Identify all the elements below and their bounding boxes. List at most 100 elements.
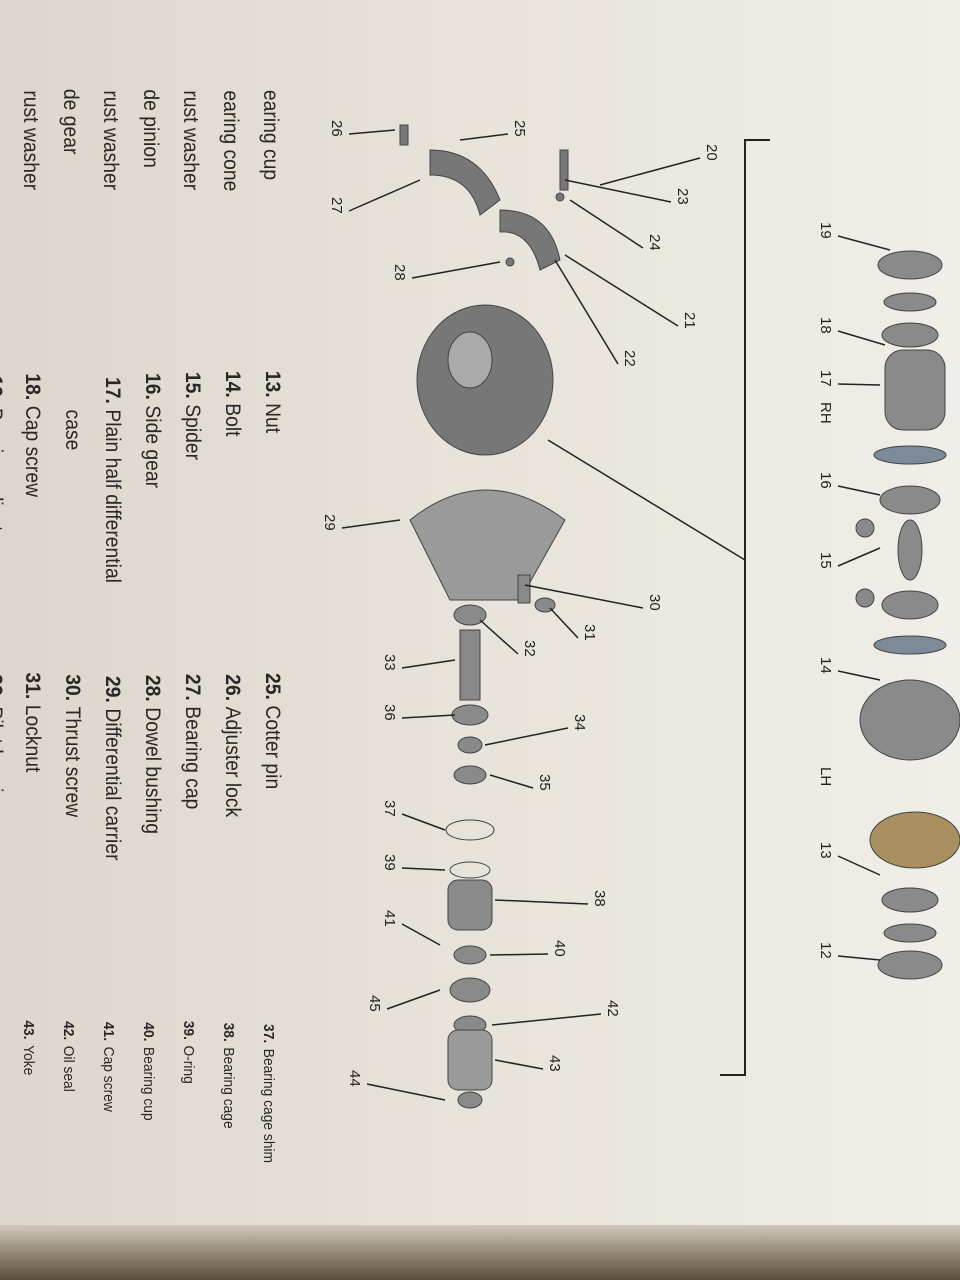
bearing-cup: [883, 292, 937, 312]
legend-item: 18.Cap screw: [20, 373, 44, 497]
thrust-washer: [873, 445, 947, 465]
side-gear: [881, 590, 939, 620]
callout-arrow: [491, 1013, 602, 1026]
legend-number: 41.: [100, 1021, 117, 1042]
callout-number: 26: [328, 120, 345, 137]
legend-label: Differential carrier: [101, 708, 124, 861]
callout-number: 17: [817, 370, 834, 387]
callout-arrow: [564, 179, 672, 203]
legend-number: 38.: [220, 1022, 237, 1042]
callout-arrow: [411, 261, 501, 279]
legend-label: case: [61, 409, 84, 451]
drive-pinion: [459, 629, 481, 701]
callout-number: 45: [366, 995, 383, 1012]
callout-number: LH: [817, 767, 834, 787]
bearing-adjuster: [877, 950, 943, 980]
legend-number: 28.: [141, 674, 164, 702]
legend-label: Locknut: [21, 704, 44, 773]
callout-arrow: [837, 670, 881, 681]
callout-number: 35: [536, 774, 553, 791]
callout-arrow: [348, 179, 421, 212]
legend-label: Nut: [261, 403, 284, 434]
callout-number: 30: [646, 594, 663, 611]
legend-label: Plain half differential: [101, 409, 124, 583]
callout-arrow: [479, 619, 519, 655]
side-pinion: [855, 518, 875, 538]
legend-number: 13.: [261, 370, 284, 398]
page-edge-shadow: [0, 1225, 960, 1280]
legend-number: 32.: [0, 674, 6, 701]
bearing-cage: [447, 879, 493, 931]
callout-arrow: [341, 519, 401, 529]
callout-number: 29: [321, 514, 338, 531]
callout-arrow: [554, 259, 619, 365]
legend-number: 42.: [60, 1021, 77, 1041]
callout-arrow: [401, 813, 446, 831]
legend-item: 41. Cap screw: [100, 1022, 117, 1112]
legend-item: rust washer: [179, 90, 202, 191]
bearing: [449, 977, 491, 1003]
thrust-washer: [873, 635, 947, 655]
legend-number: 25.: [261, 673, 284, 700]
bearing-cone: [881, 322, 939, 348]
bearing-cup: [453, 765, 487, 785]
spider: [897, 519, 923, 581]
callout-number: 42: [604, 1000, 621, 1017]
legend-item: 19.Bearing adjuster: [0, 376, 6, 549]
callout-number: 20: [703, 144, 720, 161]
callout-arrow: [494, 899, 589, 905]
legend-item: rust washer: [19, 90, 42, 191]
flanged-case: [869, 811, 960, 869]
callout-arrow: [837, 383, 881, 386]
callout-arrow: [837, 235, 891, 251]
legend-item: 27.Bearing cap: [180, 674, 204, 809]
legend-label: Bearing cap: [181, 706, 204, 810]
legend-label: Adjuster lock: [221, 706, 244, 818]
legend-item: 38.Bearing cage: [220, 1023, 237, 1129]
legend-number: 19.: [0, 375, 6, 403]
callout-arrow: [564, 254, 679, 327]
callout-arrow: [837, 547, 881, 567]
legend-label: Thrust screw: [61, 706, 84, 818]
legend-item: earing cup: [259, 89, 282, 181]
callout-number: 19: [817, 222, 834, 239]
bearing-adjuster: [877, 250, 943, 280]
callout-arrow: [599, 157, 701, 186]
legend-number: 31.: [21, 672, 44, 700]
callout-arrow: [386, 989, 441, 1010]
legend-item: 30.Thrust screw: [60, 674, 84, 817]
legend-label: Cap screw: [100, 1046, 117, 1112]
callout-number: 14: [817, 657, 834, 674]
callout-number: 23: [674, 188, 691, 205]
callout-arrow: [837, 485, 881, 496]
callout-number: 32: [521, 640, 538, 657]
legend-item: 37.Bearing cage shim: [260, 1024, 277, 1163]
legend-number: 26.: [221, 674, 244, 702]
bearing-cap: [429, 149, 501, 216]
callout-arrow: [494, 1059, 544, 1070]
legend-item: 13. Nut: [260, 371, 284, 433]
top-row-parts: [855, 250, 960, 980]
legend-label: Pilot bearing: [0, 706, 6, 814]
callout-number: 12: [817, 942, 834, 959]
differential-carrier: [409, 489, 566, 601]
pilot-bearing: [453, 604, 487, 626]
callout-arrow: [401, 867, 446, 871]
callout-arrow: [837, 330, 886, 346]
legend-label: Bearing cup: [140, 1046, 157, 1121]
side-gear: [879, 485, 941, 515]
thrust-screw: [517, 574, 531, 604]
callout-arrows: [341, 129, 891, 1101]
legend-label: Dowel bushing: [141, 707, 164, 835]
dowel-bushing: [505, 257, 515, 267]
legend-label: Cotter pin: [261, 705, 284, 790]
o-ring: [449, 861, 491, 879]
legend-label: Side gear: [141, 405, 164, 489]
callout-arrow: [489, 774, 534, 789]
bearing: [451, 704, 489, 726]
callout-number: 39: [381, 854, 398, 871]
callout-arrow: [459, 133, 509, 141]
left-parts: [399, 124, 569, 271]
legend-item: 17.Plain half differential: [100, 377, 124, 583]
legend-number: 37.: [260, 1024, 277, 1044]
